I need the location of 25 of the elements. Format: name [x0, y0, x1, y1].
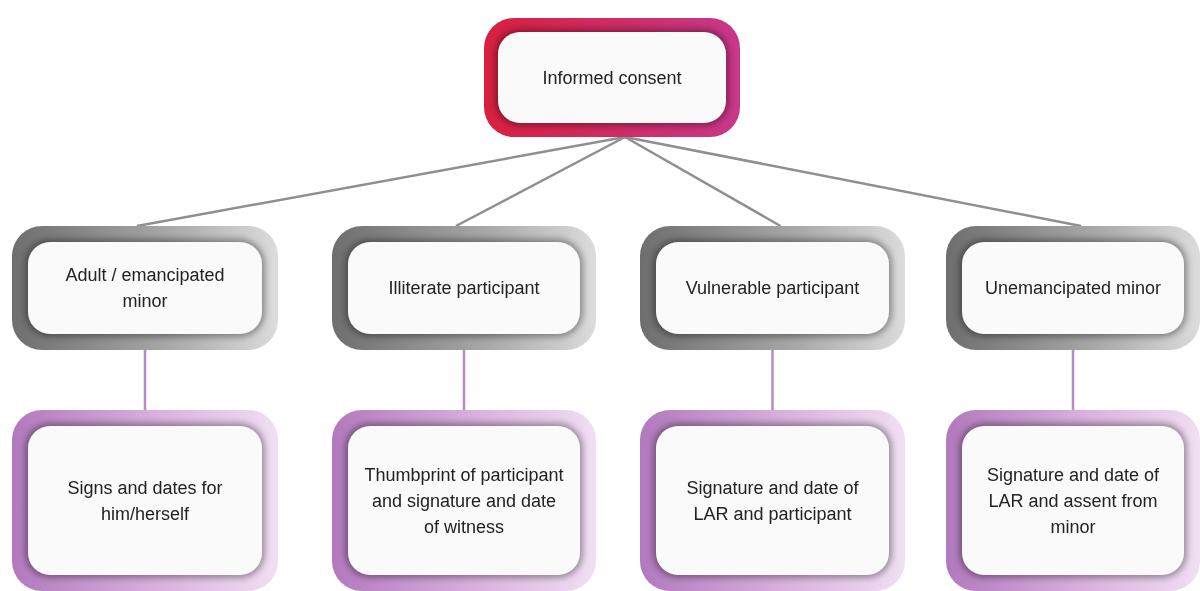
connector-line	[624, 135, 1082, 228]
node-label: Thumbprint of participant and signature and date of witness	[363, 463, 565, 539]
connector-line	[771, 350, 774, 410]
rounded-box	[640, 226, 905, 350]
node-label: Illiterate participant	[388, 277, 540, 300]
node-label: Adult / emancipated minor	[64, 264, 226, 313]
connector-line	[143, 350, 147, 410]
rounded-box	[484, 18, 740, 137]
node-label: Signature and date of LAR and participant	[685, 476, 860, 526]
connector-line	[1071, 350, 1075, 410]
node-label: Informed consent	[542, 66, 682, 90]
rounded-box	[946, 226, 1200, 350]
rounded-box	[12, 226, 278, 350]
connector-line	[624, 135, 782, 228]
rounded-box	[332, 410, 596, 591]
connector-line	[455, 135, 626, 228]
rounded-box	[332, 226, 596, 350]
rounded-box	[946, 410, 1200, 591]
node-label: Unemancipated minor	[984, 277, 1162, 300]
node-label: Signature and date of LAR and assent from minor	[985, 463, 1161, 539]
rounded-box	[12, 410, 278, 591]
node-label: Signs and dates for him/herself	[66, 476, 224, 526]
connector-line	[462, 350, 466, 410]
rounded-box	[640, 410, 905, 591]
node-label: Vulnerable participant	[685, 277, 860, 300]
